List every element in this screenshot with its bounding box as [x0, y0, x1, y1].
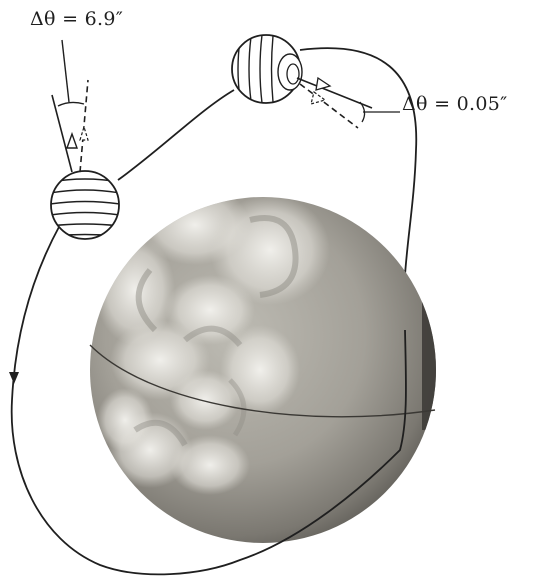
top-axis-arrowhead [316, 78, 330, 90]
top-axis-arrowhead-dashed [311, 92, 325, 104]
orbit-back-left [118, 90, 234, 180]
left-axis-arrowhead [67, 134, 77, 148]
left-spin-axis [52, 40, 88, 172]
left-axis-arrowhead-dashed [80, 127, 88, 140]
frame-dragging-label: Δθ = 0.05″ [402, 93, 508, 115]
earth [90, 185, 452, 543]
geodetic-precession-label: Δθ = 6.9″ [30, 8, 123, 30]
gyroscope-left [50, 171, 120, 239]
gyroscope-top [232, 35, 302, 103]
orbit-direction-arrow [9, 372, 19, 384]
